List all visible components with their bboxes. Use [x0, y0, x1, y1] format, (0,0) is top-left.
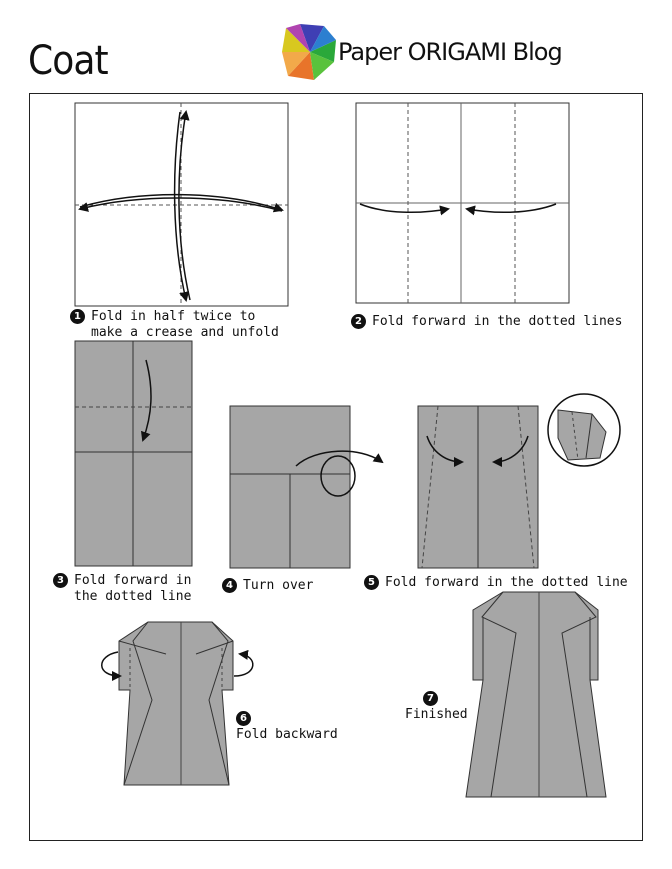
step6-line1: Fold backward — [236, 727, 338, 742]
step3-caption: 3 Fold forward in the dotted line — [53, 573, 191, 605]
step4-caption: 4 Turn over — [222, 578, 313, 594]
diagram-frame — [29, 93, 643, 841]
pinwheel-logo-icon — [282, 24, 336, 80]
step1-line2: make a crease and unfold — [91, 325, 279, 340]
step1-figure — [74, 102, 289, 307]
step7-line1: Finished — [405, 707, 468, 722]
step6-number: 6 — [236, 711, 251, 726]
step2-figure — [355, 102, 570, 304]
step2-caption: 2 Fold forward in the dotted lines — [351, 314, 622, 330]
step7-number: 7 — [423, 691, 438, 706]
step5-number: 5 — [364, 575, 379, 590]
step5-line1: Fold forward in the dotted line — [385, 575, 628, 590]
step1-number: 1 — [70, 309, 85, 324]
step2-line1: Fold forward in the dotted lines — [372, 314, 623, 329]
step6-caption: 6 Fold backward — [236, 711, 338, 743]
step4-number: 4 — [222, 578, 237, 593]
step3-number: 3 — [53, 573, 68, 588]
step2-number: 2 — [351, 314, 366, 329]
step5-caption: 5 Fold forward in the dotted line — [364, 575, 628, 591]
step1-caption: 1 Fold in half twice to make a crease and… — [70, 309, 279, 341]
step1-line1: Fold in half twice to — [91, 309, 256, 324]
step3-figure — [74, 340, 193, 567]
step3-line2: the dotted line — [74, 589, 192, 604]
step7-figure — [465, 591, 607, 798]
blog-name: Paper ORIGAMI Blog — [338, 38, 563, 66]
step3-line1: Fold forward in — [74, 573, 192, 588]
step5-figure — [417, 393, 621, 569]
step4-figure — [229, 405, 384, 569]
step6-figure — [101, 621, 254, 786]
step4-line1: Turn over — [243, 578, 314, 593]
step7-caption: 7 Finished — [405, 691, 468, 723]
page-title: Coat — [28, 38, 109, 84]
